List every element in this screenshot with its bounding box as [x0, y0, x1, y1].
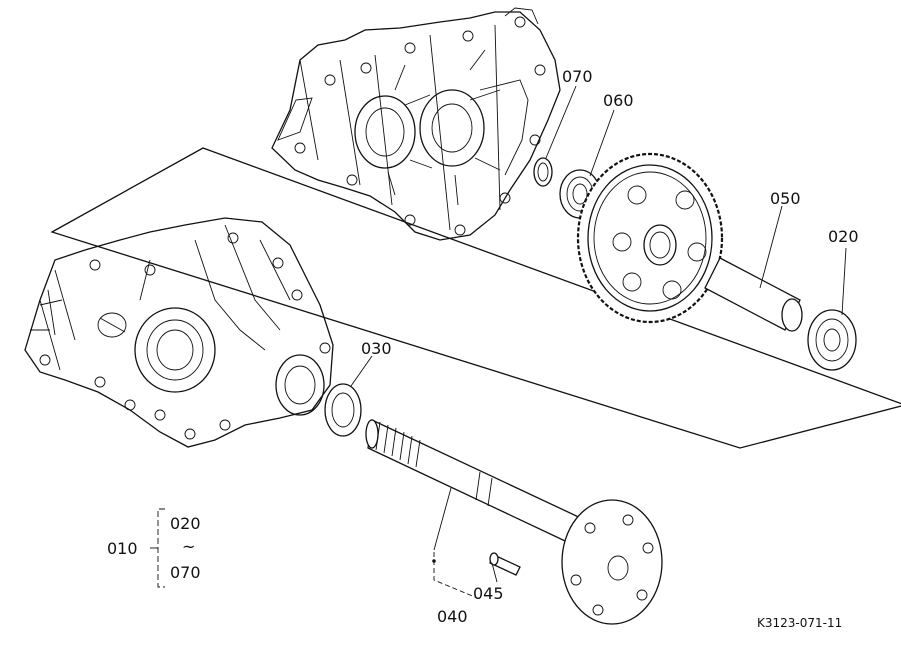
- label-045: 045: [473, 584, 504, 603]
- axle-shaft-040: [365, 419, 663, 625]
- assembly-range-separator: ~: [182, 537, 195, 556]
- assembly-code-010: 010: [107, 539, 138, 558]
- label-020: 020: [828, 227, 859, 246]
- stud-bolt-045: [489, 552, 521, 576]
- label-030: 030: [361, 339, 392, 358]
- label-050: 050: [770, 189, 801, 208]
- reference-code: K3123-071-11: [757, 616, 842, 630]
- oil-seal-030: [324, 383, 362, 437]
- assembly-range-from: 020: [170, 514, 201, 533]
- label-070: 070: [562, 67, 593, 86]
- lower-case-housing: [24, 217, 334, 448]
- collar-tube-050: [704, 257, 803, 332]
- ball-bearing-020: [807, 309, 857, 371]
- assembly-boundary-frame: [50, 147, 901, 449]
- leader-lines: [150, 85, 847, 601]
- label-040: 040: [437, 607, 468, 626]
- label-060: 060: [603, 91, 634, 110]
- upper-case-housing: [271, 7, 561, 241]
- oil-seal-070: [533, 157, 553, 187]
- spur-gear: [576, 152, 724, 324]
- assembly-range-to: 070: [170, 563, 201, 582]
